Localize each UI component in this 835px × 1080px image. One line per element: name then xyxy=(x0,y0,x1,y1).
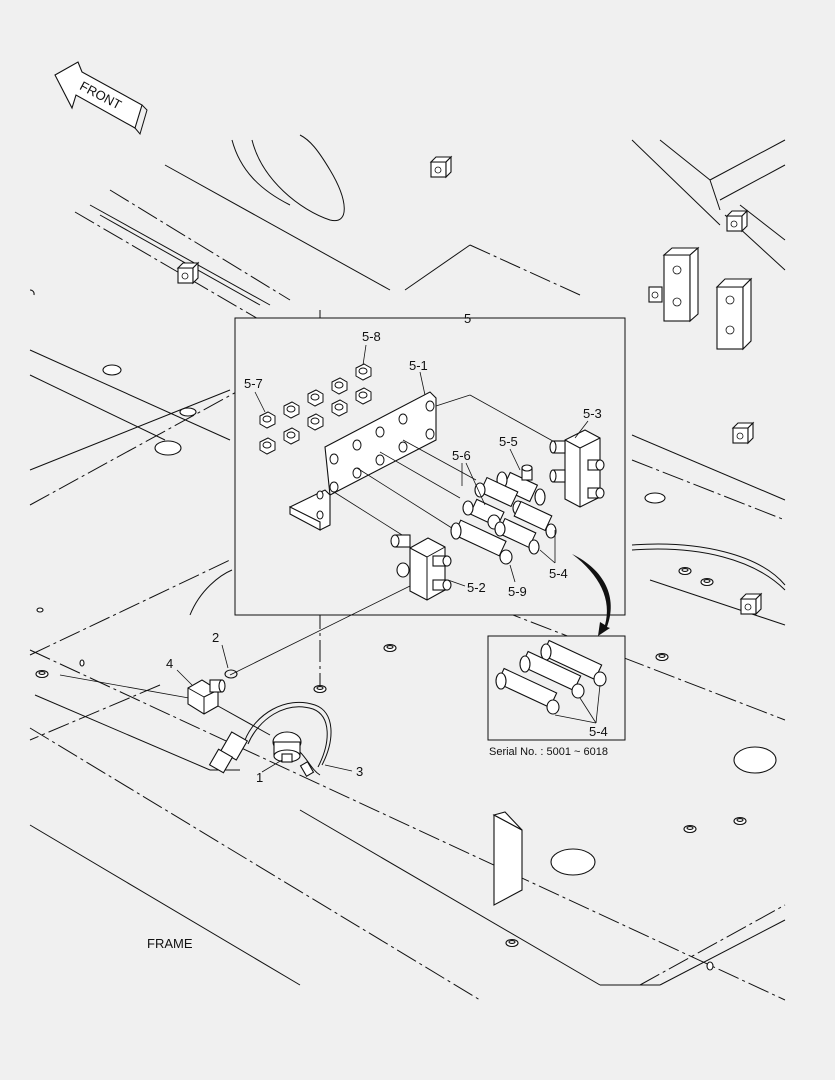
label-5-2: 5-2 xyxy=(467,580,486,595)
label-5-5: 5-5 xyxy=(499,434,518,449)
label-5-3: 5-3 xyxy=(583,406,602,421)
label-5-9: 5-9 xyxy=(508,584,527,599)
callout-labels: 5 5-8 5-1 5-7 5-3 5-5 5-6 5-4 5-2 5-9 5-… xyxy=(147,311,608,951)
frame-blocks xyxy=(176,155,763,906)
serial-fittings xyxy=(495,639,607,724)
detail-arrow-icon xyxy=(572,554,611,636)
frame-label: FRAME xyxy=(147,936,193,951)
label-5-7: 5-7 xyxy=(244,376,263,391)
label-1: 1 xyxy=(256,770,263,785)
pressure-switch-assembly xyxy=(176,585,411,777)
block-5-2 xyxy=(333,491,452,601)
label-3: 3 xyxy=(356,764,363,779)
front-arrow-icon: FRONT xyxy=(54,61,148,136)
frame-holes xyxy=(36,364,777,971)
label-5-8: 5-8 xyxy=(362,329,381,344)
frame-bolts xyxy=(35,566,747,948)
label-5-4-serial: 5-4 xyxy=(589,724,608,739)
label-5: 5 xyxy=(464,311,471,326)
label-5-6: 5-6 xyxy=(452,448,471,463)
frame-outline xyxy=(29,134,786,1001)
block-5-3 xyxy=(435,394,605,508)
label-4: 4 xyxy=(166,656,173,671)
leader-lines xyxy=(254,344,589,587)
bracket-5-1 xyxy=(288,391,437,531)
nuts-5-7-5-8 xyxy=(259,363,372,455)
label-2: 2 xyxy=(212,630,219,645)
serial-note: Serial No. : 5001 ~ 6018 xyxy=(489,746,608,758)
label-5-4: 5-4 xyxy=(549,566,568,581)
fittings-group xyxy=(356,439,557,565)
label-5-1: 5-1 xyxy=(409,358,428,373)
